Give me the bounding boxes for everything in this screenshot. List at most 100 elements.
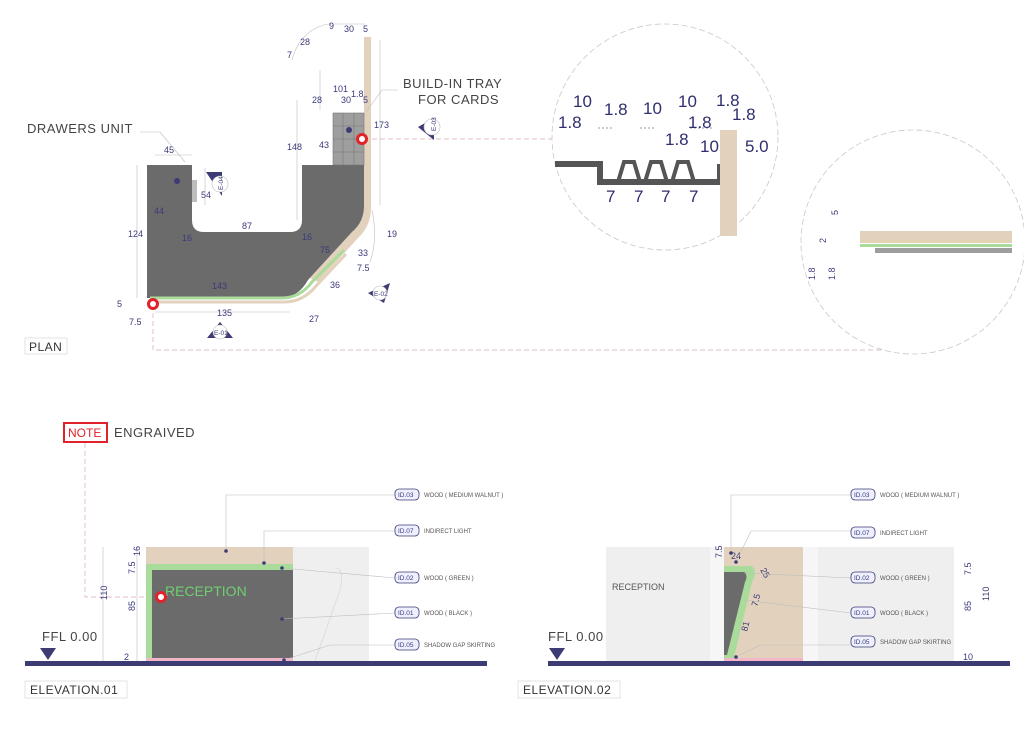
elev2-right-panel bbox=[818, 547, 954, 661]
elev1-ffl-label: FFL 0.00 bbox=[42, 629, 98, 644]
svg-text:ID.01: ID.01 bbox=[398, 610, 414, 617]
plan-dim-173: 173 bbox=[374, 120, 389, 130]
plan-dim-124: 124 bbox=[128, 229, 143, 239]
plan-dim-54: 54 bbox=[201, 190, 211, 200]
svg-text:ID.02: ID.02 bbox=[854, 575, 870, 582]
engraived-label: ENGRAIVED bbox=[114, 425, 195, 440]
elev1-tag-black: ID.01 WOOD ( BLACK ) bbox=[394, 606, 472, 619]
detail1-top-4: 1.8 bbox=[716, 91, 740, 110]
drawer-handle bbox=[192, 180, 197, 202]
svg-text:ID.03: ID.03 bbox=[398, 492, 414, 499]
svg-text:WOOD ( MEDIUM WALNUT ): WOOD ( MEDIUM WALNUT ) bbox=[424, 493, 503, 499]
detail1-top-3: 10 bbox=[678, 92, 697, 111]
elev1-dim-7-5: 7.5 bbox=[127, 561, 137, 574]
section-marker-e01: E-01 bbox=[207, 322, 233, 340]
note-box bbox=[63, 422, 108, 443]
svg-text:WOOD ( GREEN ): WOOD ( GREEN ) bbox=[880, 576, 930, 582]
elev2-reception-text: RECEPTION bbox=[612, 582, 665, 592]
elev2-tag-walnut: ID.03 WOOD ( MEDIUM WALNUT ) bbox=[850, 488, 959, 501]
detail1-top-5: 1.8 bbox=[732, 105, 756, 124]
detail1-bottom-2: 7 bbox=[634, 187, 643, 206]
elev2-floor bbox=[548, 661, 1010, 666]
detail-circle-2: 5 2 1.8 1.8 bbox=[800, 129, 1024, 355]
svg-text:ID.03: ID.03 bbox=[854, 492, 870, 499]
elevation-01: RECEPTION FFL 0.00 16 7.5 110 85 2 ID.03… bbox=[24, 488, 503, 699]
elev1-side-panel bbox=[293, 547, 369, 661]
drawers-unit-label: DRAWERS UNIT bbox=[27, 121, 133, 136]
detail1-row2-1: 1.8 bbox=[558, 113, 582, 132]
plan-dim-44: 44 bbox=[154, 206, 164, 216]
svg-text:WOOD ( BLACK ): WOOD ( BLACK ) bbox=[424, 611, 472, 617]
elev2-dim-7-5c: 7.5 bbox=[963, 562, 973, 575]
detail2-dim-5: 5 bbox=[830, 210, 840, 215]
note-label: NOTE bbox=[68, 426, 101, 440]
elev2-tag-light: ID.07 INDIRECT LIGHT bbox=[850, 526, 928, 539]
plan-red-marker bbox=[147, 298, 159, 310]
plan-dim-5c: 5 bbox=[117, 299, 122, 309]
elev1-title: ELEVATION.01 bbox=[30, 683, 118, 697]
detail2-dim-1-8b: 1.8 bbox=[827, 267, 837, 280]
drawers-dot bbox=[174, 178, 180, 184]
plan-dim-87: 87 bbox=[242, 221, 252, 231]
elev1-skirting bbox=[146, 658, 293, 661]
elev2-dim-7-5a: 7.5 bbox=[714, 545, 724, 558]
detail2-dim-2: 2 bbox=[818, 238, 828, 243]
detail1-row3-2: 5.0 bbox=[745, 137, 769, 156]
detail1-row2-3: 1.8 bbox=[688, 113, 712, 132]
svg-text:ID.01: ID.01 bbox=[854, 610, 870, 617]
detail1-bottom-4: 7 bbox=[689, 187, 698, 206]
svg-text:WOOD ( MEDIUM WALNUT ): WOOD ( MEDIUM WALNUT ) bbox=[880, 493, 959, 499]
elev2-title: ELEVATION.02 bbox=[523, 683, 611, 697]
elev2-dim-7-5b: 7.5 bbox=[749, 593, 762, 608]
svg-text:ID.05: ID.05 bbox=[854, 639, 870, 646]
plan-dim-30b: 30 bbox=[341, 95, 351, 105]
elev2-dim-85: 85 bbox=[963, 601, 973, 611]
elev2-black-panel bbox=[724, 572, 747, 655]
elev1-dim-110: 110 bbox=[99, 586, 109, 600]
elev2-tag-green: ID.02 WOOD ( GREEN ) bbox=[850, 571, 930, 584]
note-block: NOTE ENGRAIVED bbox=[63, 422, 195, 598]
plan-dim-28b: 28 bbox=[312, 95, 322, 105]
plan-dim-7-5b: 7.5 bbox=[129, 317, 142, 327]
elev1-walnut-top bbox=[146, 547, 293, 564]
plan-dim-45: 45 bbox=[164, 145, 174, 155]
elev2-dim-110: 110 bbox=[981, 587, 991, 601]
svg-text:E-03: E-03 bbox=[431, 117, 438, 131]
svg-text:E-02: E-02 bbox=[374, 291, 388, 298]
plan-dim-7a: 7 bbox=[287, 50, 292, 60]
elev1-ffl-marker bbox=[40, 648, 56, 660]
elev2-dim-81: 81 bbox=[739, 620, 751, 632]
svg-text:E-01: E-01 bbox=[214, 330, 228, 337]
svg-text:SHADOW GAP SKIRTING: SHADOW GAP SKIRTING bbox=[880, 640, 951, 646]
svg-text:INDIRECT LIGHT: INDIRECT LIGHT bbox=[424, 529, 472, 535]
plan-dim-36: 36 bbox=[330, 280, 340, 290]
tray-marker bbox=[356, 133, 368, 145]
plan-dim-101: 101 bbox=[333, 84, 348, 94]
elev1-tag-skirting: ID.05 SHADOW GAP SKIRTING bbox=[394, 638, 495, 651]
elev1-dim-2: 2 bbox=[124, 652, 129, 662]
plan-view: 9 30 5 28 7 101 1.8 28 30 5 173 148 43 4… bbox=[24, 21, 925, 355]
plan-dim-28a: 28 bbox=[300, 37, 310, 47]
plan-dim-75: 75 bbox=[320, 245, 330, 255]
detail1-bottom-1: 7 bbox=[606, 187, 615, 206]
svg-text:ID.02: ID.02 bbox=[398, 575, 414, 582]
plan-dim-30a: 30 bbox=[344, 24, 354, 34]
elev2-dim-10: 10 bbox=[963, 652, 973, 662]
detail1-wall bbox=[720, 130, 737, 236]
plan-dim-33: 33 bbox=[358, 248, 368, 258]
detail2-dim-1-8a: 1.8 bbox=[807, 267, 817, 280]
plan-title-box bbox=[24, 337, 68, 355]
detail1-row2-2: 1.8 bbox=[604, 100, 628, 119]
elev1-floor bbox=[25, 661, 487, 666]
detail1-row3-1: 10 bbox=[700, 137, 719, 156]
elev2-dim-24: 24 bbox=[731, 551, 741, 561]
elev1-tag-walnut: ID.03 WOOD ( MEDIUM WALNUT ) bbox=[394, 488, 503, 501]
elev2-ffl-label: FFL 0.00 bbox=[548, 629, 604, 644]
plan-dim-43: 43 bbox=[319, 140, 329, 150]
counter-top bbox=[147, 165, 364, 298]
elev2-left-panel bbox=[606, 547, 710, 661]
elev1-reception-text: RECEPTION bbox=[165, 583, 247, 599]
elev1-dim-16: 16 bbox=[132, 546, 142, 556]
